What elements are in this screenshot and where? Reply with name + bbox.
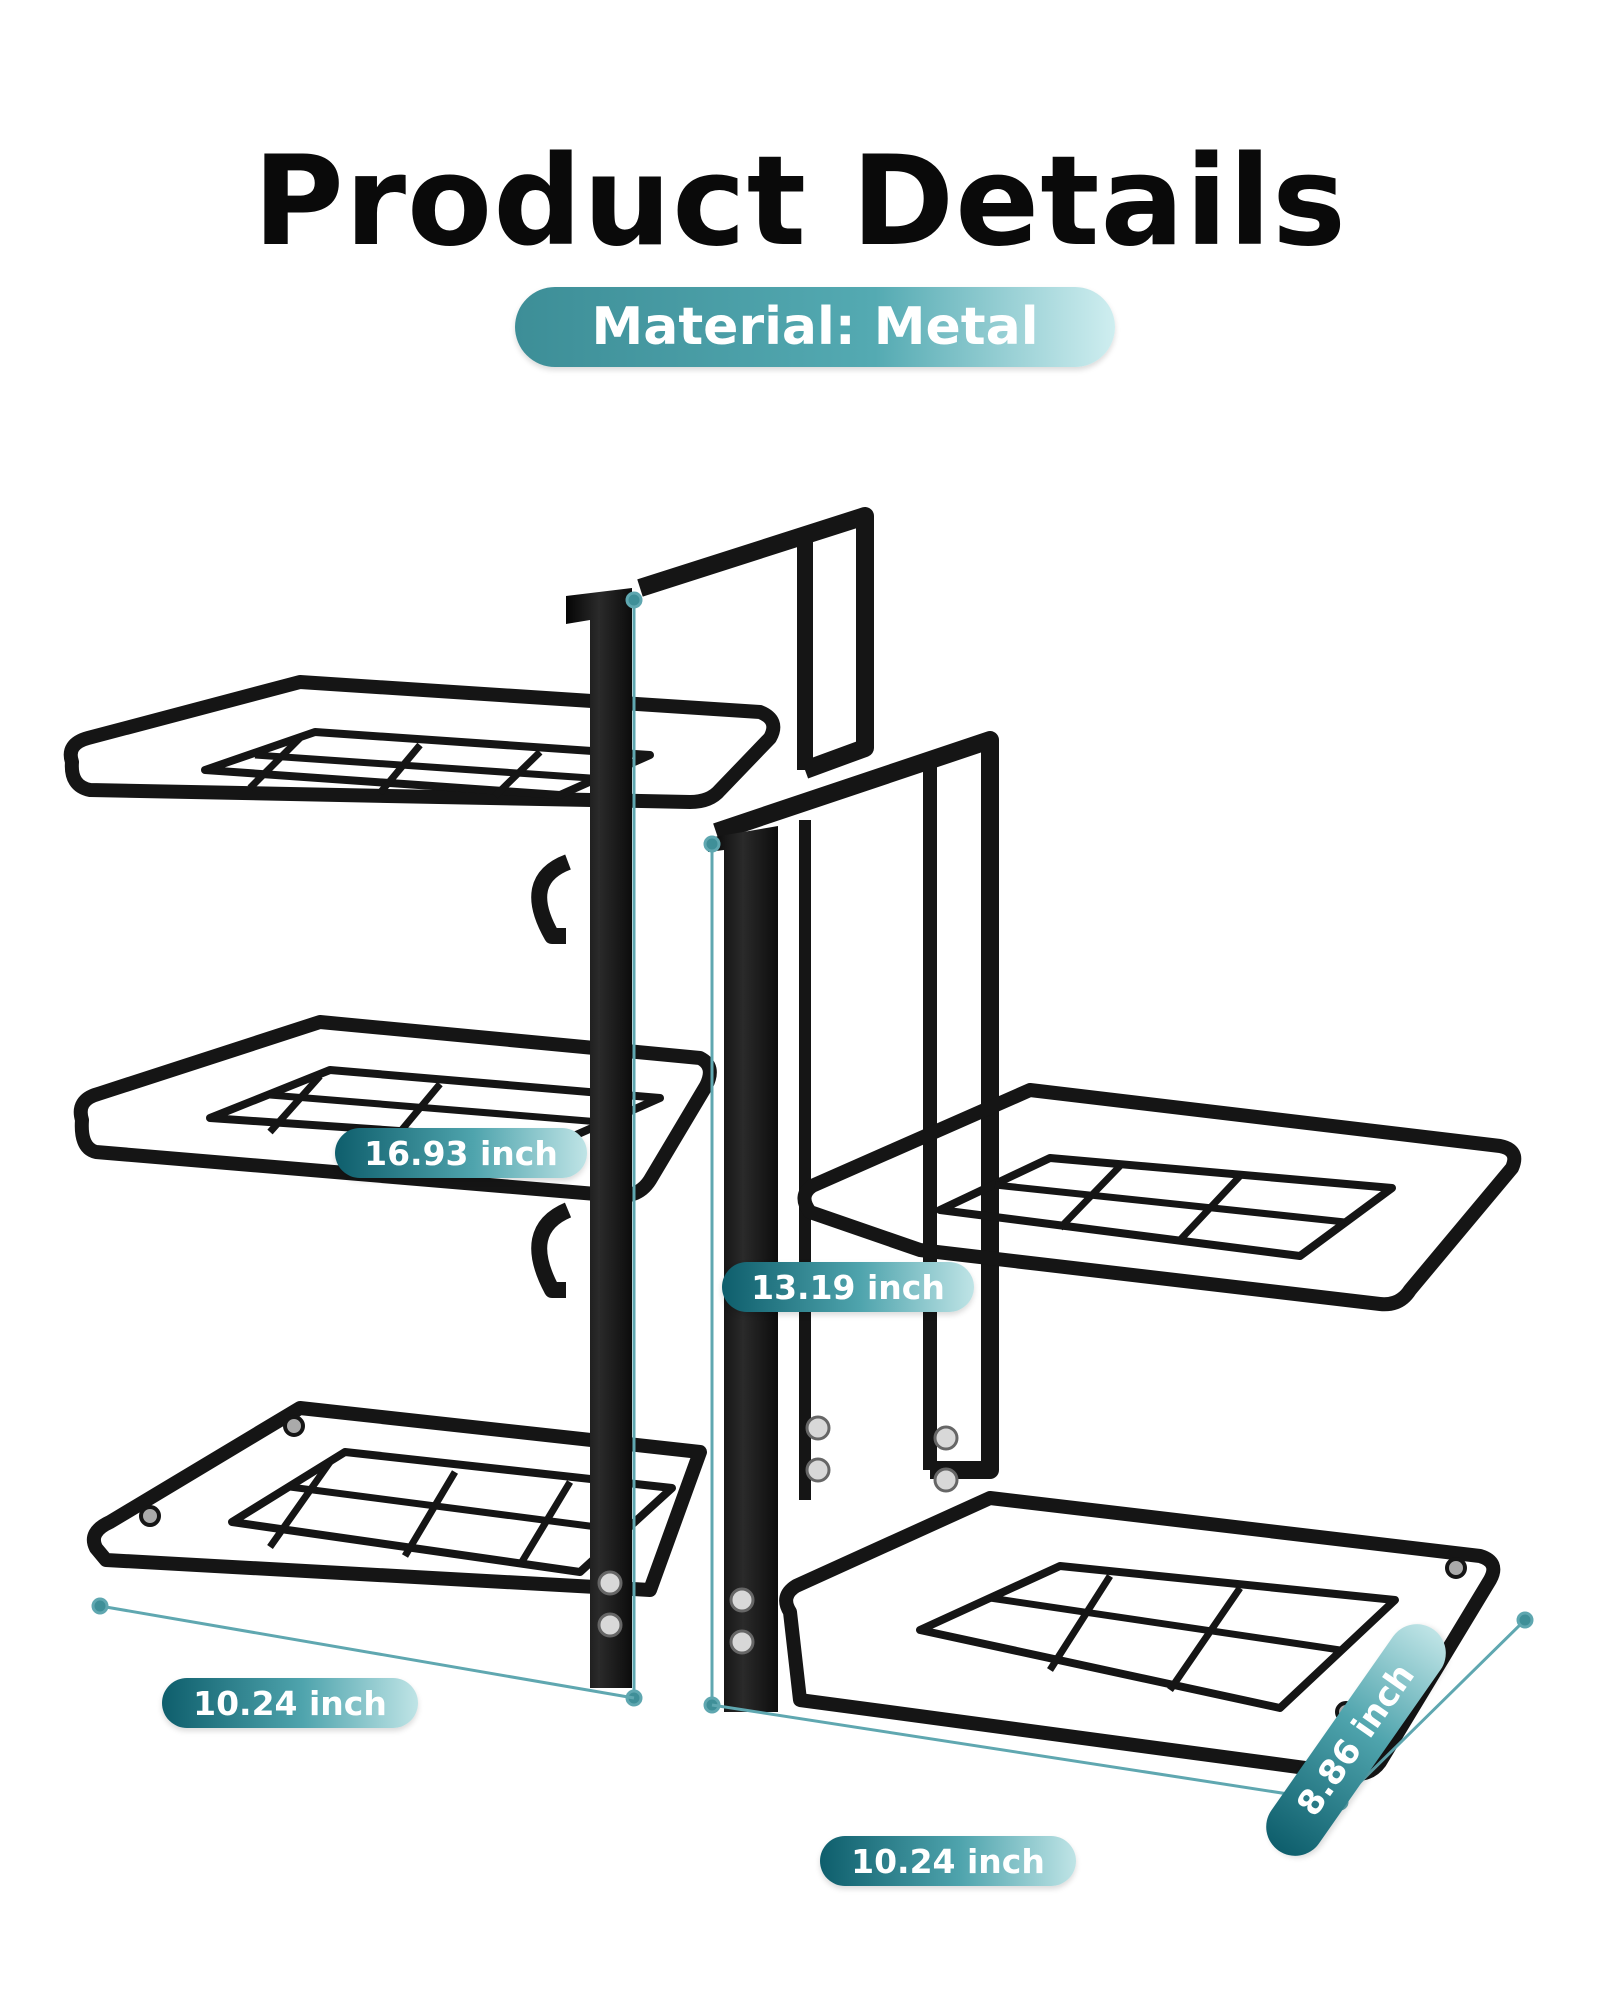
screw-icon [933,1467,959,1493]
right-shelf-upper [797,1083,1522,1312]
screw-icon [597,1570,623,1596]
dimension-endpoint [625,591,643,609]
dimension-endpoint [703,835,721,853]
screw-icon [729,1587,755,1613]
height-right-label: 13.19 inch [722,1262,974,1312]
width-left-line [99,1604,635,1700]
depth-line [1338,1618,1527,1804]
screw-icon [933,1425,959,1451]
width-right-label: 10.24 inch [820,1836,1076,1886]
left-rack [63,507,874,1597]
material-badge: Material: Metal [515,287,1115,367]
right-rack [713,731,1522,1782]
width-left-label: 10.24 inch [162,1678,418,1728]
dimension-endpoint [1516,1611,1534,1629]
screw-icon [729,1629,755,1655]
screw-icon [597,1612,623,1638]
screw-icon [805,1457,831,1483]
measurement-lines [91,591,1534,1811]
left-shelf-top [63,675,781,809]
screw-icon [805,1415,831,1441]
width-right-line [711,1703,1341,1804]
page-title: Product Details [252,130,1347,274]
left-front-post [566,588,632,1688]
dimension-endpoint [91,1597,109,1615]
left-shelf-bottom [86,1401,707,1597]
height-left-label: 16.93 inch [335,1128,587,1178]
